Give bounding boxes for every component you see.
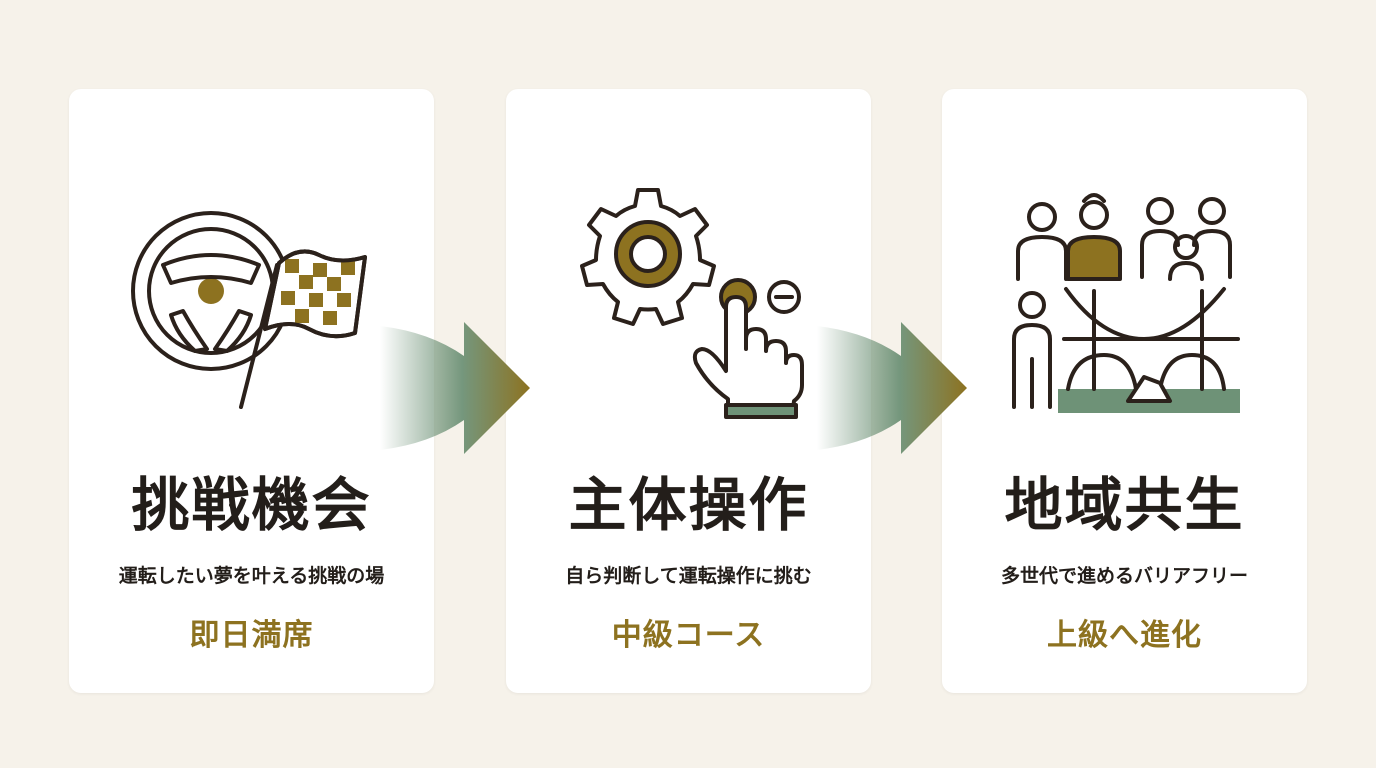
card-operation: 主体操作 自ら判断して運転操作に挑む 中級コース xyxy=(506,89,871,693)
card-title: 挑戦機会 xyxy=(131,471,372,539)
card-title: 主体操作 xyxy=(568,471,809,539)
card-badge: 中級コース xyxy=(611,618,766,653)
card-title: 地域共生 xyxy=(1004,471,1245,539)
card-community: 地域共生 多世代で進めるバリアフリー 上級へ進化 xyxy=(942,89,1307,693)
card-badge: 即日満席 xyxy=(189,618,314,653)
people-bridge-icon xyxy=(984,179,1264,429)
steering-wheel-checkered-flag-icon xyxy=(111,179,391,507)
card-subtitle: 多世代で進めるバリアフリー xyxy=(1000,565,1248,587)
flow-arrow-icon xyxy=(380,322,530,454)
card-subtitle: 運転したい夢を叶える挑戦の場 xyxy=(118,565,385,587)
card-subtitle: 自ら判断して運転操作に挑む xyxy=(565,565,812,587)
flow-arrow-icon xyxy=(817,322,967,454)
card-challenge: 挑戦機会 運転したい夢を叶える挑戦の場 即日満席 xyxy=(69,89,434,693)
card-badge: 上級へ進化 xyxy=(1047,618,1202,653)
gear-hand-button-icon xyxy=(548,179,828,429)
